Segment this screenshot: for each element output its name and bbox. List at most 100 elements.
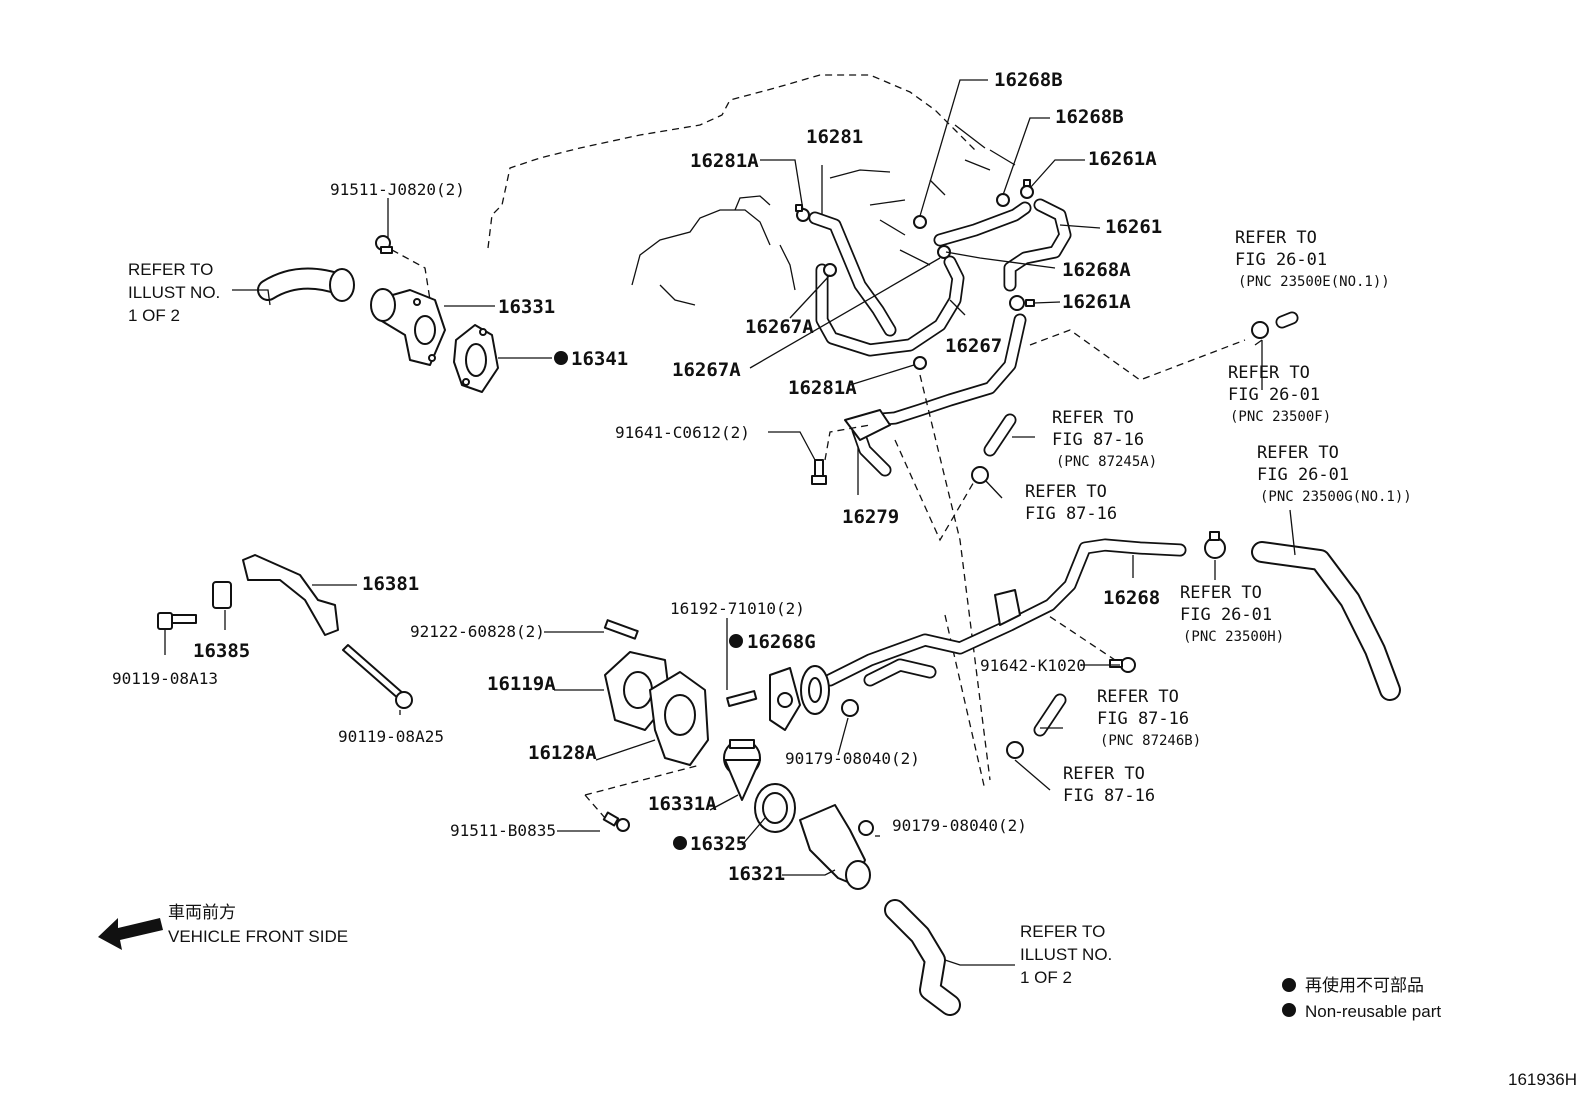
label-16268b-2: 16268B <box>1055 106 1124 128</box>
bolt-dashed-upper <box>824 424 871 461</box>
bolt-91642-k1020 <box>1109 657 1136 673</box>
clamp-16281a-mid <box>913 356 927 370</box>
label-16331: 16331 <box>498 296 555 318</box>
svg-text:FIG 26-01: FIG 26-01 <box>1235 250 1327 270</box>
nut-90179-08040-a <box>841 699 859 717</box>
thermostat-16331a <box>723 739 761 801</box>
stud-92122-60828 <box>603 619 639 640</box>
label-16261: 16261 <box>1105 216 1162 238</box>
clamp-16268a <box>937 245 951 259</box>
clamp-16267a <box>823 263 837 277</box>
label-16385: 16385 <box>193 640 250 662</box>
housing-16128a <box>649 671 709 766</box>
label-16331a: 16331A <box>648 793 717 815</box>
label-16281a-mid: 16281A <box>788 377 857 399</box>
non-reusable-marker-16341 <box>554 351 568 365</box>
svg-text:REFER TO: REFER TO <box>1257 443 1339 463</box>
figure-id: 161936H <box>1508 1070 1577 1089</box>
label-16268g: 16268G <box>747 631 816 653</box>
ref-note-fig26-f: REFER TO FIG 26-01 (PNC 23500F) <box>1228 363 1331 425</box>
svg-text:REFER TO: REFER TO <box>1020 922 1105 941</box>
hose-illust-1of2-top <box>257 267 355 302</box>
clamp-16268b-2 <box>996 193 1010 207</box>
engine-block-sketch <box>631 124 1016 306</box>
inlet-16321 <box>799 804 871 890</box>
svg-text:FIG 26-01: FIG 26-01 <box>1228 385 1320 405</box>
hose-16268a <box>933 201 1032 247</box>
ref-note-illust-bottom: REFER TO ILLUST NO. 1 OF 2 <box>1020 922 1112 987</box>
label-16261a-top: 16261A <box>1088 148 1157 170</box>
svg-text:REFER TO: REFER TO <box>1025 482 1107 502</box>
bracket-16381 <box>242 554 339 636</box>
clamp-16261a-mid <box>1009 295 1035 311</box>
legend-bullet-icon <box>1282 1003 1296 1017</box>
label-16341: 16341 <box>571 348 628 370</box>
bolt-dashed-line <box>391 249 431 301</box>
label-16128a: 16128A <box>528 742 597 764</box>
label-16321: 16321 <box>728 863 785 885</box>
clamp-16281a-top <box>795 204 810 222</box>
gasket-16268g <box>769 667 801 731</box>
label-91641-c0612: 91641-C0612(2) <box>615 423 750 442</box>
vehicle-front-jp: 車両前方 <box>168 903 236 922</box>
bolt-90119-08a13 <box>157 612 197 630</box>
hose-16281 <box>808 211 897 337</box>
svg-text:REFER TO: REFER TO <box>128 260 213 279</box>
bolt-91641-c0612 <box>811 459 827 485</box>
svg-text:REFER TO: REFER TO <box>1052 408 1134 428</box>
label-16268: 16268 <box>1103 587 1160 609</box>
dashed-87-16-mid <box>894 439 976 542</box>
legend: 再使用不可部品 Non-reusable part <box>1282 975 1441 1021</box>
label-16268b-1: 16268B <box>994 69 1063 91</box>
pipe-flange <box>800 665 830 715</box>
hose-illust-1of2-bottom <box>884 899 961 1016</box>
svg-text:FIG 87-16: FIG 87-16 <box>1097 709 1189 729</box>
ref-note-fig87-bottom: REFER TO FIG 87-16 <box>1063 764 1155 806</box>
label-16281a-top: 16281A <box>690 150 759 172</box>
svg-text:(PNC 87245A): (PNC 87245A) <box>1056 454 1157 470</box>
label-16192-71010: 16192-71010(2) <box>670 599 805 618</box>
stud-16192-71010 <box>726 690 758 708</box>
svg-text:REFER TO: REFER TO <box>1063 764 1145 784</box>
clamp-16261a-top <box>1020 179 1034 199</box>
label-90179-08040-b: 90179-08040(2) <box>892 816 1027 835</box>
svg-text:FIG 87-16: FIG 87-16 <box>1025 504 1117 524</box>
non-reusable-marker-16268g <box>729 634 743 648</box>
dashed-bolt-k1020 <box>1039 609 1116 661</box>
bolt-90119-08a25 <box>342 644 413 709</box>
pipe-16268 <box>823 538 1187 687</box>
svg-text:(PNC 23500F): (PNC 23500F) <box>1230 409 1331 425</box>
label-16267a-2: 16267A <box>672 359 741 381</box>
label-92122-60828: 92122-60828(2) <box>410 622 545 641</box>
gasket-16325 <box>754 783 796 833</box>
svg-text:REFER TO: REFER TO <box>1228 363 1310 383</box>
leader-lines <box>164 79 1296 966</box>
clip-16385 <box>212 581 232 609</box>
svg-text:ILLUST NO.: ILLUST NO. <box>128 283 220 302</box>
label-90119-08a13: 90119-08A13 <box>112 669 218 688</box>
hose-16267 <box>815 255 965 357</box>
dashed-fig26-top <box>1029 329 1246 381</box>
label-91511-j0820: 91511-J0820(2) <box>330 180 465 199</box>
label-91511-b0835: 91511-B0835 <box>450 821 556 840</box>
ref-note-fig87-a: REFER TO FIG 87-16 (PNC 87245A) <box>1052 408 1157 470</box>
ref-note-fig87-mid: REFER TO FIG 87-16 <box>1025 482 1117 524</box>
ref-note-fig26-h: REFER TO FIG 26-01 (PNC 23500H) <box>1180 583 1284 645</box>
label-16381: 16381 <box>362 573 419 595</box>
svg-text:REFER TO: REFER TO <box>1180 583 1262 603</box>
ref-hose-87246b <box>1033 693 1067 737</box>
svg-text:FIG 87-16: FIG 87-16 <box>1063 786 1155 806</box>
gasket-16341 <box>453 324 499 393</box>
nut-90179-08040-b <box>858 820 874 836</box>
bolt-91511-b0835 <box>602 811 630 832</box>
label-16261a-mid: 16261A <box>1062 291 1131 313</box>
svg-text:FIG 26-01: FIG 26-01 <box>1257 465 1349 485</box>
label-16119a: 16119A <box>487 673 556 695</box>
ref-hose-87245a <box>983 413 1017 457</box>
label-16267a-1: 16267A <box>745 316 814 338</box>
ref-note-fig26-e: REFER TO FIG 26-01 (PNC 23500E(NO.1)) <box>1235 228 1390 290</box>
ref-note-fig26-g: REFER TO FIG 26-01 (PNC 23500G(NO.1)) <box>1257 443 1412 505</box>
ref-clamp-fig26-h <box>1204 531 1226 559</box>
svg-text:ILLUST NO.: ILLUST NO. <box>1020 945 1112 964</box>
